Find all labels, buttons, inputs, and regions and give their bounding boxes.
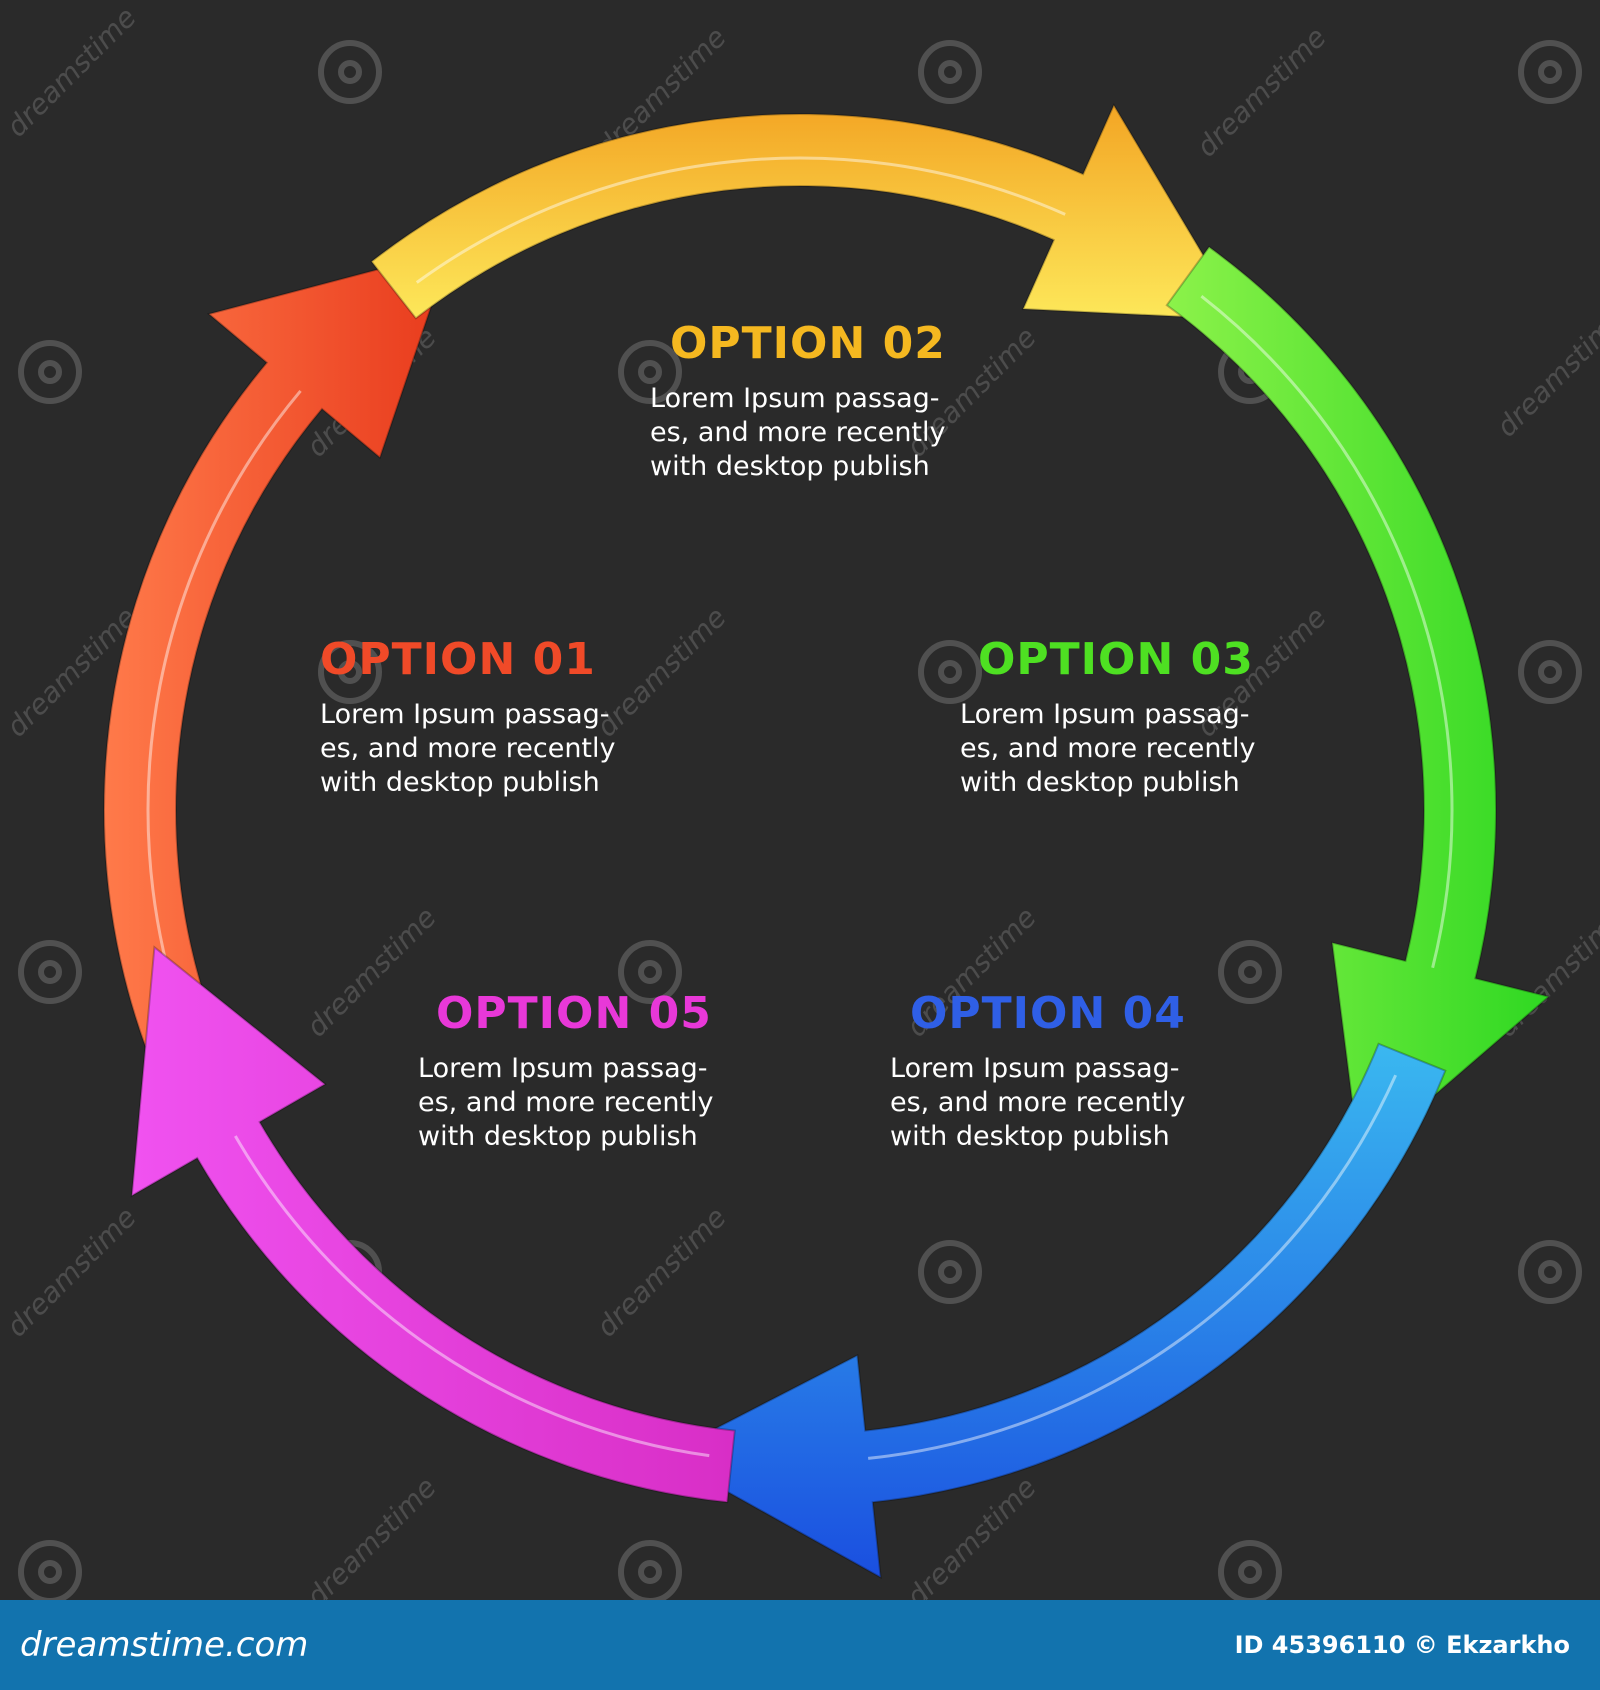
option-04-line-3: with desktop publish xyxy=(890,1121,1170,1152)
spiral-icon xyxy=(618,340,682,404)
option-02: OPTION 02 Lorem Ipsum passag- es, and mo… xyxy=(650,320,970,484)
blue-arrow-highlight xyxy=(867,1074,1398,1460)
spiral-icon xyxy=(318,640,382,704)
spiral-icon xyxy=(18,940,82,1004)
option-05-body: Lorem Ipsum passag- es, and more recentl… xyxy=(418,1052,738,1154)
spiral-icon xyxy=(918,40,982,104)
option-05-line-3: with desktop publish xyxy=(418,1121,698,1152)
option-04: OPTION 04 Lorem Ipsum passag- es, and mo… xyxy=(890,990,1210,1154)
footer-brand: dreamstime.com xyxy=(20,1625,309,1665)
green-arrow xyxy=(1165,245,1551,1162)
option-03: OPTION 03 Lorem Ipsum passag- es, and mo… xyxy=(960,636,1280,800)
cycle-ring xyxy=(103,102,1551,1580)
red-arrow-highlight xyxy=(146,389,302,1012)
option-01-body: Lorem Ipsum passag- es, and more recentl… xyxy=(320,698,640,800)
option-02-body: Lorem Ipsum passag- es, and more recentl… xyxy=(650,382,970,484)
option-05: OPTION 05 Lorem Ipsum passag- es, and mo… xyxy=(418,990,738,1154)
option-01: OPTION 01 Lorem Ipsum passag- es, and mo… xyxy=(320,636,640,800)
option-03-title: OPTION 03 xyxy=(978,634,1254,685)
spiral-icon xyxy=(318,40,382,104)
option-01-line-1: Lorem Ipsum passag- xyxy=(320,699,610,730)
option-04-title: OPTION 04 xyxy=(910,988,1186,1039)
spiral-icon xyxy=(1218,940,1282,1004)
option-04-line-1: Lorem Ipsum passag- xyxy=(890,1053,1180,1084)
option-04-body: Lorem Ipsum passag- es, and more recentl… xyxy=(890,1052,1210,1154)
spiral-icon xyxy=(1518,40,1582,104)
spiral-icon xyxy=(1518,640,1582,704)
yellow-arrow-highlight xyxy=(415,156,1066,284)
option-04-line-2: es, and more recently xyxy=(890,1087,1186,1118)
option-03-body: Lorem Ipsum passag- es, and more recentl… xyxy=(960,698,1280,800)
option-01-title: OPTION 01 xyxy=(320,634,596,685)
spiral-icon xyxy=(18,340,82,404)
option-03-line-1: Lorem Ipsum passag- xyxy=(960,699,1250,730)
option-02-line-3: with desktop publish xyxy=(650,451,930,482)
spiral-icon xyxy=(918,640,982,704)
footer-bar: dreamstime.com ID 45396110 © Ekzarkho xyxy=(0,1600,1600,1690)
yellow-arrow xyxy=(370,102,1244,321)
option-02-line-2: es, and more recently xyxy=(650,417,946,448)
magenta-arrow xyxy=(130,945,736,1504)
option-05-line-2: es, and more recently xyxy=(418,1087,714,1118)
red-arrow xyxy=(103,248,452,1050)
option-02-line-1: Lorem Ipsum passag- xyxy=(650,383,940,414)
spiral-icon xyxy=(918,1240,982,1304)
option-01-line-3: with desktop publish xyxy=(320,767,600,798)
spiral-icon xyxy=(1518,1240,1582,1304)
option-05-line-1: Lorem Ipsum passag- xyxy=(418,1053,708,1084)
option-05-title: OPTION 05 xyxy=(436,988,712,1039)
green-arrow-highlight xyxy=(1200,295,1454,969)
option-03-line-2: es, and more recently xyxy=(960,733,1256,764)
blue-arrow xyxy=(660,1042,1447,1580)
option-02-title: OPTION 02 xyxy=(670,318,946,369)
option-03-line-3: with desktop publish xyxy=(960,767,1240,798)
spiral-icon xyxy=(618,940,682,1004)
option-01-line-2: es, and more recently xyxy=(320,733,616,764)
footer-credit: ID 45396110 © Ekzarkho xyxy=(1234,1631,1570,1659)
magenta-arrow-highlight xyxy=(234,1135,710,1458)
